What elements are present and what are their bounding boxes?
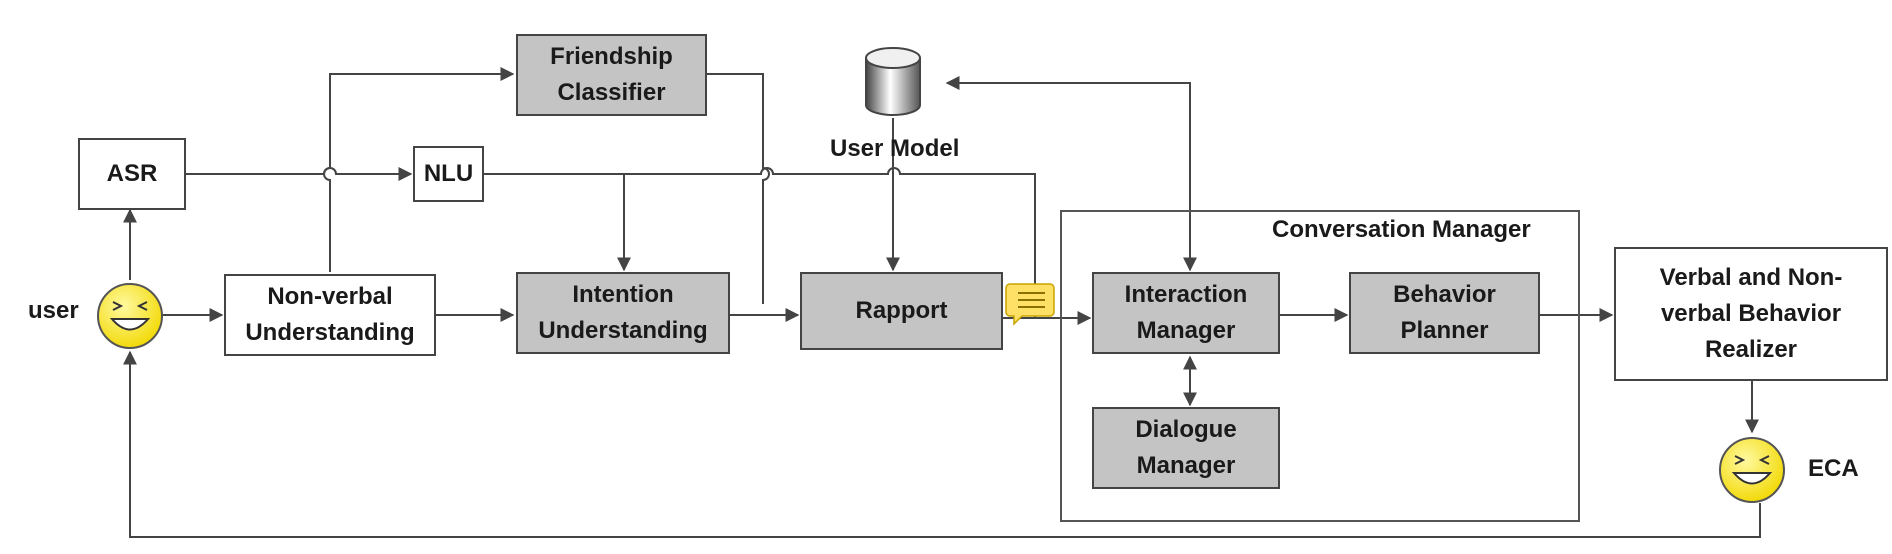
intention-understanding-line2: Understanding [538, 317, 708, 344]
asr-box: ASR [78, 138, 186, 210]
behavior-planner-box: Behavior Planner [1349, 272, 1540, 354]
nonverbal-understanding-line1: Non-verbal [267, 283, 393, 310]
arrow-eca-to-user [123, 350, 1761, 538]
nonverbal-understanding-box: Non-verbal Understanding [224, 274, 436, 356]
user-smiley-face-icon [97, 283, 163, 349]
friendship-classifier-line2: Classifier [557, 79, 666, 106]
user-model-label: User Model [830, 135, 960, 162]
eca-label: ECA [1808, 455, 1859, 482]
interaction-manager-line1: Interaction [1124, 281, 1248, 308]
rapport-box: Rapport [800, 272, 1003, 350]
behavior-realizer-box: Verbal and Non- verbal Behavior Realizer [1614, 247, 1888, 381]
conversation-manager-frame [1060, 210, 1580, 522]
dialogue-manager-line1: Dialogue [1135, 416, 1237, 443]
interaction-manager-box: Interaction Manager [1092, 272, 1280, 354]
arrow-asr-to-nlu [186, 167, 413, 181]
nonverbal-understanding-line2: Understanding [245, 319, 415, 346]
eca-smiley-face-icon [1719, 437, 1785, 503]
arrow-interaction-usermodel [945, 76, 1197, 272]
behavior-realizer-line1: Verbal and Non- [1659, 264, 1843, 291]
asr-label: ASR [106, 160, 158, 187]
line-friendship-to-rapport [707, 73, 770, 304]
arrow-nonverbal-to-friendship [323, 67, 515, 272]
dialogue-manager-line2: Manager [1136, 452, 1236, 479]
nlu-box: NLU [413, 146, 484, 202]
line-nlu-to-rapport [484, 167, 1036, 318]
database-cylinder-icon [865, 47, 921, 116]
behavior-planner-line1: Behavior [1393, 281, 1496, 308]
interaction-manager-line2: Manager [1136, 317, 1236, 344]
user-label: user [28, 297, 79, 324]
friendship-classifier-box: Friendship Classifier [516, 34, 707, 116]
rapport-label: Rapport [855, 297, 948, 324]
dialogue-manager-box: Dialogue Manager [1092, 407, 1280, 489]
nlu-label: NLU [423, 160, 474, 187]
speech-note-icon [1005, 283, 1055, 326]
intention-understanding-box: Intention Understanding [516, 272, 730, 354]
conversation-manager-title: Conversation Manager [1272, 216, 1531, 243]
intention-understanding-line1: Intention [572, 281, 674, 308]
friendship-classifier-line1: Friendship [550, 43, 673, 70]
behavior-realizer-line3: Realizer [1704, 336, 1798, 363]
behavior-realizer-line2: verbal Behavior [1660, 300, 1842, 327]
behavior-planner-line2: Planner [1400, 317, 1489, 344]
